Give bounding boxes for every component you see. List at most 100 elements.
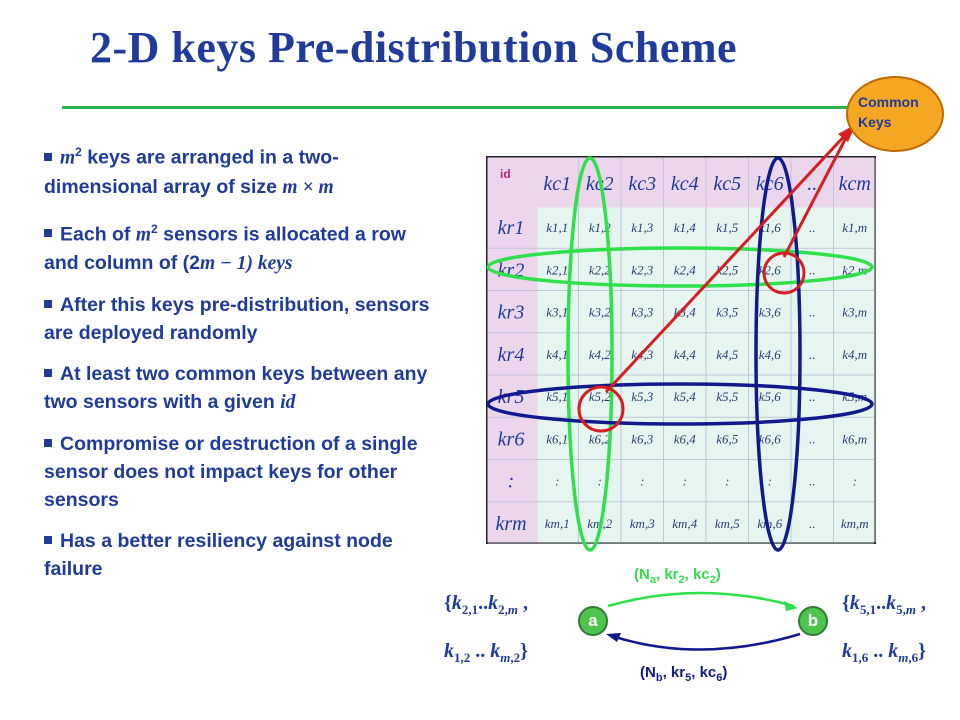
node-b: b [798,606,828,636]
matrix-cell: k2,6 [759,262,782,277]
matrix-cell: km,4 [672,516,697,531]
matrix-cell: .. [809,220,816,235]
common-keys-label: Common Keys [858,92,948,132]
matrix-cell: km,6 [757,516,782,531]
matrix-cell: k3,3 [631,305,654,320]
edge-a-to-b [607,591,795,608]
matrix-cell: k6,m [842,431,867,446]
matrix-row-header: kr5 [498,386,525,408]
bullet-text: At least two common keys between any two… [44,363,428,413]
bullet-square-icon [44,439,52,447]
bullet-item: Compromise or destruction of a single se… [44,430,444,514]
matrix-cell: k3,1 [546,305,568,320]
matrix-cell: k2,5 [716,262,739,277]
matrix-cell: .. [809,347,816,362]
matrix-cell: : [555,474,559,489]
matrix-cell: k3,4 [674,305,697,320]
math-m: m [60,147,76,169]
bullet-text: sensors is allocated a row and column of… [44,223,406,274]
bullet-text: Each of [60,223,136,245]
matrix-cell: k1,3 [631,220,654,235]
matrix-cell: k6,5 [716,431,739,446]
matrix-cell: .. [809,474,816,489]
matrix-cell: k2,4 [674,262,697,277]
sup-2: 2 [75,145,82,159]
matrix-col-header: kc3 [628,173,656,195]
matrix-cell: k5,3 [631,389,654,404]
matrix-cell: .. [809,516,816,531]
matrix-cell: km,3 [630,516,655,531]
bullet-text-tail: m − 1) keys [200,253,293,274]
matrix-row-header: kr2 [498,259,525,281]
matrix-header-col-bg [487,157,538,543]
bullet-text-tail: m × m [282,176,334,198]
bullet-square-icon [44,152,52,161]
title-divider [62,106,862,109]
bullet-square-icon [44,229,52,237]
matrix-cell: k3,2 [589,305,612,320]
common-keys-bubble [846,76,944,152]
bullet-list: m2 keys are arranged in a two-dimensiona… [44,138,444,596]
matrix-cell: .. [809,431,816,446]
matrix-cell: k1,1 [546,220,568,235]
bullet-text: keys are arranged in a two-dimensional a… [44,146,339,198]
matrix-cell: k2,m [842,262,867,277]
bullet-text: After this keys pre-distribution, sensor… [44,294,430,344]
matrix-cell: : [725,474,729,489]
arrowhead-icon [784,601,798,611]
matrix-cell: km,5 [715,516,740,531]
bullet-item: At least two common keys between any two… [44,360,444,417]
matrix-cell: km,2 [587,516,612,531]
matrix-cell: k6,2 [589,431,612,446]
edge-bottom-label: (Nb, kr5, kc6) [640,664,728,684]
matrix-col-header: kc6 [756,173,784,195]
matrix-row-header: kr6 [498,428,525,450]
node-b-keyset-line1: {k5,1..k5,m , [842,592,927,617]
matrix-row-header: kr4 [498,344,525,366]
matrix-cell: k3,6 [759,305,782,320]
matrix-cell: : [683,474,687,489]
matrix-cell: : [598,474,602,489]
matrix-row-header: : [508,471,515,493]
matrix-cell: k4,3 [631,347,654,362]
matrix-cell: k4,4 [674,347,697,362]
matrix-cell: k4,m [842,347,867,362]
matrix-cell: k6,3 [631,431,654,446]
matrix-col-header: .. [807,173,817,195]
node-b-keyset-line2: k1,6 .. km,6} [842,640,927,665]
matrix-cell: .. [809,305,816,320]
matrix-row-header: krm [495,513,526,535]
matrix-col-header: kc2 [586,173,614,195]
matrix-cell: k5,4 [674,389,697,404]
matrix-cell: : [768,474,772,489]
matrix-cell: k3,m [842,305,867,320]
matrix-cell: km,m [841,516,869,531]
bullet-text: Compromise or destruction of a single se… [44,433,418,511]
bullet-square-icon [44,536,52,544]
bullet-item: m2 keys are arranged in a two-dimensiona… [44,138,444,202]
matrix-cell: : [640,474,644,489]
matrix-col-header: kc5 [713,173,741,195]
matrix-cell: k2,1 [546,262,568,277]
node-a-keyset-line1: {k2,1..k2,m , [444,592,529,617]
bullet-italic-id: id [280,392,296,413]
bullet-item: After this keys pre-distribution, sensor… [44,291,444,347]
matrix-cell: k3,5 [716,305,739,320]
bullet-item: Each of m2 sensors is allocated a row an… [44,215,444,279]
matrix-col-header: kcm [839,173,871,195]
matrix-cell: k1,m [842,220,867,235]
matrix-cell: k6,6 [759,431,782,446]
matrix-col-header: kc4 [671,173,699,195]
matrix-cell: k5,2 [589,389,612,404]
sup-2: 2 [151,221,158,236]
matrix-cell: km,1 [545,516,570,531]
page-title: 2-D keys Pre-distribution Scheme [90,23,738,72]
matrix-row-header: kr1 [498,217,525,239]
matrix-row-header: kr3 [498,302,525,324]
bullet-square-icon [44,369,52,377]
matrix-cell: k5,m [842,389,867,404]
matrix-cell: .. [809,262,816,277]
matrix-corner-id: id [500,167,511,181]
matrix-cell: k4,2 [589,347,612,362]
